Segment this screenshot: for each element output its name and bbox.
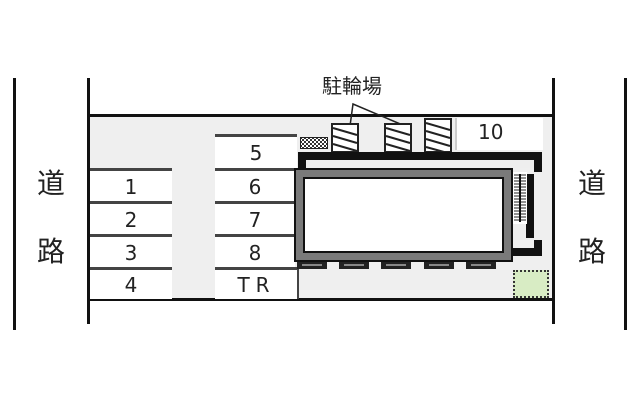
space-number: 5 bbox=[249, 141, 263, 165]
right-road-inner-line bbox=[552, 78, 555, 324]
balcony-unit-2 bbox=[339, 262, 369, 269]
parking-space-1[interactable]: 1 bbox=[90, 168, 172, 202]
space-number: TR bbox=[237, 272, 276, 297]
right-road-outer-line bbox=[624, 78, 627, 330]
bicycle-leader-lines bbox=[349, 102, 406, 127]
space-number: 4 bbox=[124, 272, 138, 297]
parking-space-4[interactable]: 4 bbox=[90, 267, 172, 299]
bicycle-parking-label: 駐輪場 bbox=[322, 74, 382, 98]
right-road-label-1: 道 bbox=[577, 167, 606, 200]
space-number: 1 bbox=[124, 174, 138, 199]
building bbox=[294, 152, 542, 262]
balcony-unit-5 bbox=[466, 262, 496, 269]
space-number: 2 bbox=[124, 207, 138, 232]
space-number: 7 bbox=[248, 207, 262, 232]
space-10-label: 10 bbox=[478, 120, 504, 144]
parking-space-6[interactable]: 6 bbox=[215, 168, 295, 202]
space-tr-right-edge bbox=[297, 262, 299, 299]
left-road-outer-line bbox=[13, 78, 16, 330]
lot-top-border bbox=[88, 114, 555, 117]
balcony-unit-1 bbox=[297, 262, 327, 269]
checkered-planter bbox=[300, 137, 328, 149]
left-road-label-2: 路 bbox=[36, 235, 65, 268]
space-number: 3 bbox=[124, 240, 138, 265]
bicycle-rack-3 bbox=[424, 118, 452, 153]
parking-space-7[interactable]: 7 bbox=[215, 201, 295, 235]
parking-space-10[interactable] bbox=[455, 118, 543, 150]
parking-space-2[interactable]: 2 bbox=[90, 201, 172, 235]
balcony-unit-4 bbox=[424, 262, 454, 269]
lot-bottom-border bbox=[88, 298, 555, 301]
right-road-label-2: 路 bbox=[577, 235, 606, 268]
left-road-inner-line bbox=[87, 78, 90, 324]
staircase bbox=[513, 172, 527, 224]
space-number: 6 bbox=[248, 174, 262, 199]
parking-space-8[interactable]: 8 bbox=[215, 234, 295, 268]
balcony-unit-3 bbox=[381, 262, 411, 269]
left-road-label-1: 道 bbox=[36, 167, 65, 200]
parking-space-3[interactable]: 3 bbox=[90, 234, 172, 268]
parking-space-5[interactable]: 5 bbox=[215, 134, 297, 169]
space-number: 8 bbox=[248, 240, 262, 265]
parking-space-tr[interactable]: TR bbox=[215, 267, 298, 299]
green-planting-area bbox=[513, 270, 549, 298]
